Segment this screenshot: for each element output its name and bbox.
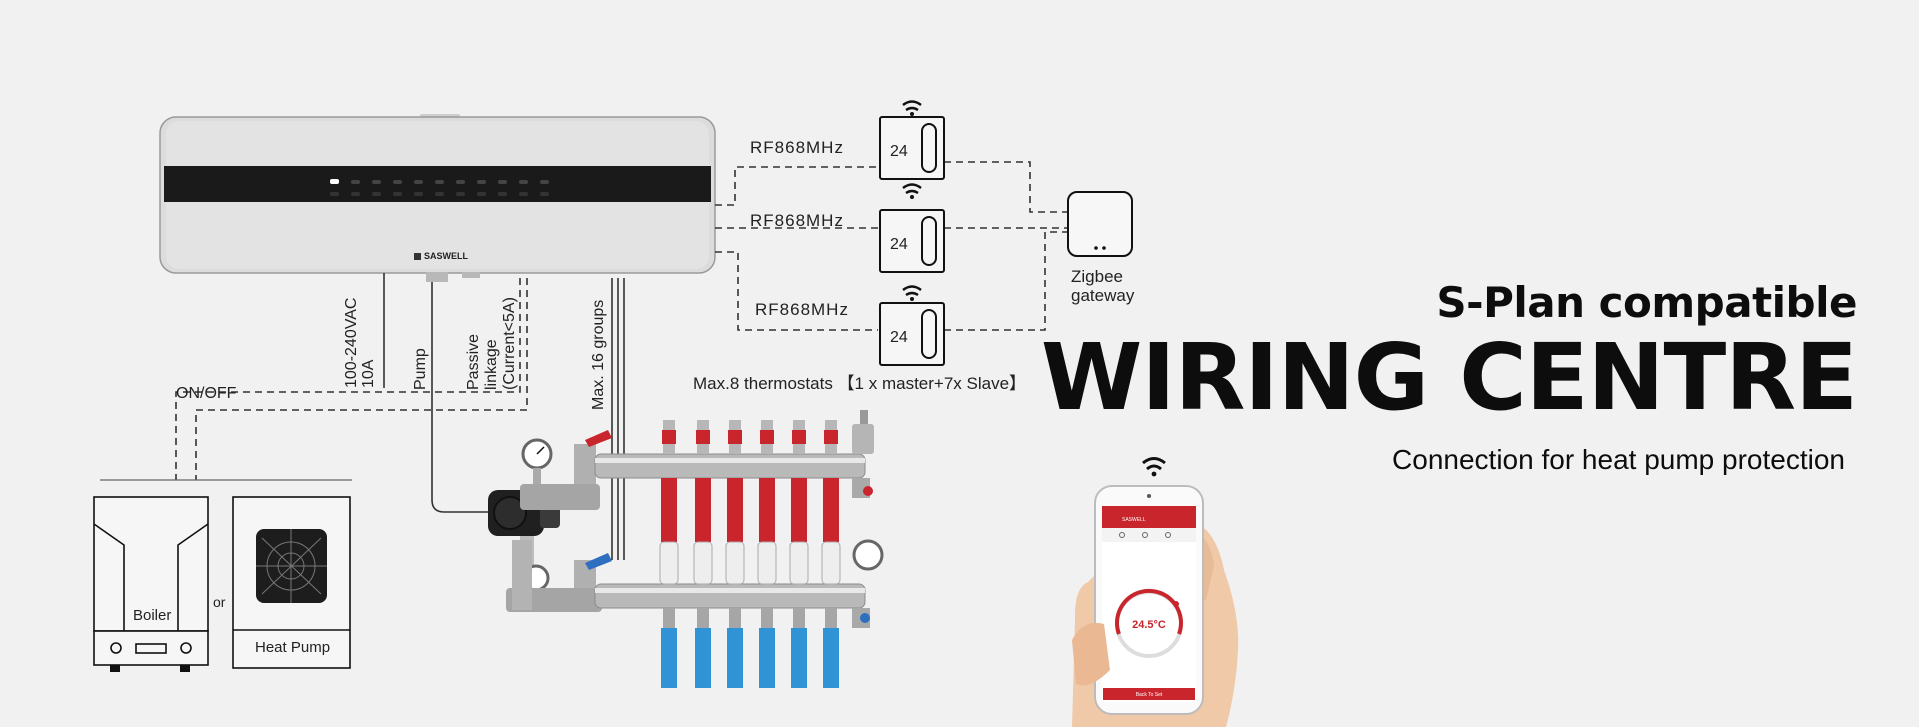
phone-temperature: 24.5°C: [1132, 619, 1166, 631]
wire-power-label-2: 10A: [360, 359, 377, 388]
wifi-icon: [902, 100, 922, 106]
hero-subtitle: S-Plan compatible: [1436, 278, 1857, 327]
blue-pipes: [661, 608, 839, 688]
wifi-icon: [902, 285, 922, 291]
actuators: [659, 541, 841, 585]
hero-title: WIRING CENTRE: [1040, 324, 1858, 431]
gateway-label-1: Zigbee: [1071, 267, 1123, 286]
wifi-icon: [1142, 457, 1166, 465]
phone-bottom-button[interactable]: [1103, 688, 1195, 700]
zigbee-gateway: Zigbee gateway: [1067, 191, 1135, 305]
fan-grille-icon: [256, 529, 327, 603]
hero-description: Connection for heat pump protection: [1392, 444, 1845, 475]
wire-labels: 100-240VAC 10A Pump Passive linkage (Cur…: [176, 297, 1026, 410]
red-valve-handle: [585, 430, 612, 447]
phone-bottom-label: Back To Set: [1136, 692, 1163, 698]
wire-groups-label: Max. 16 groups: [590, 300, 607, 410]
gateway-label-2: gateway: [1071, 286, 1135, 305]
red-pipes: [661, 478, 839, 542]
wire-passive-label-3: (Current<5A): [501, 297, 518, 390]
brand-logo-text: SASWELL: [424, 251, 469, 261]
wiring-centre-unit: SASWELL: [159, 114, 716, 282]
rf-label-1: RF868MHz: [750, 138, 844, 157]
thermostat-1: 24: [879, 100, 945, 180]
thermostat-display-1: 24: [890, 143, 908, 160]
thermostat-3: 24: [879, 285, 945, 366]
boiler-label: Boiler: [133, 607, 171, 624]
wifi-icon: [902, 183, 922, 189]
boiler: Boiler: [93, 496, 209, 672]
heat-pump: Heat Pump: [232, 496, 351, 669]
rf-links: [715, 161, 1068, 331]
rf-label-2: RF868MHz: [750, 211, 844, 230]
wire-passive-label-2: linkage: [483, 339, 500, 390]
thermostat-2: 24: [879, 183, 945, 273]
unit-wires: [175, 273, 625, 560]
supply-valves: [662, 420, 838, 454]
phone-header: SASWELL: [1122, 517, 1146, 523]
wire-passive-label-1: Passive: [465, 334, 482, 390]
thermostat-display-3: 24: [890, 329, 908, 346]
temperature-dial: [1115, 588, 1183, 635]
blue-valve-handle: [585, 553, 612, 570]
manifold: [506, 410, 884, 688]
rf-label-3: RF868MHz: [755, 300, 849, 319]
gauge-icon: [852, 539, 884, 571]
rf-labels: RF868MHz RF868MHz RF868MHz: [750, 138, 849, 319]
or-label: or: [213, 594, 226, 610]
heat-pump-label: Heat Pump: [255, 639, 330, 656]
led-row: [330, 179, 549, 196]
phone-app: SASWELL 24.5°C Back To Set: [1072, 457, 1239, 727]
thermostat-display-2: 24: [890, 236, 908, 253]
onoff-label: ON/OFF: [176, 385, 237, 402]
thermostat-note: Max.8 thermostats 【1 x master+7x Slave】: [693, 374, 1026, 393]
wire-pump-label: Pump: [412, 348, 429, 390]
wire-power-label-1: 100-240VAC: [343, 298, 360, 388]
